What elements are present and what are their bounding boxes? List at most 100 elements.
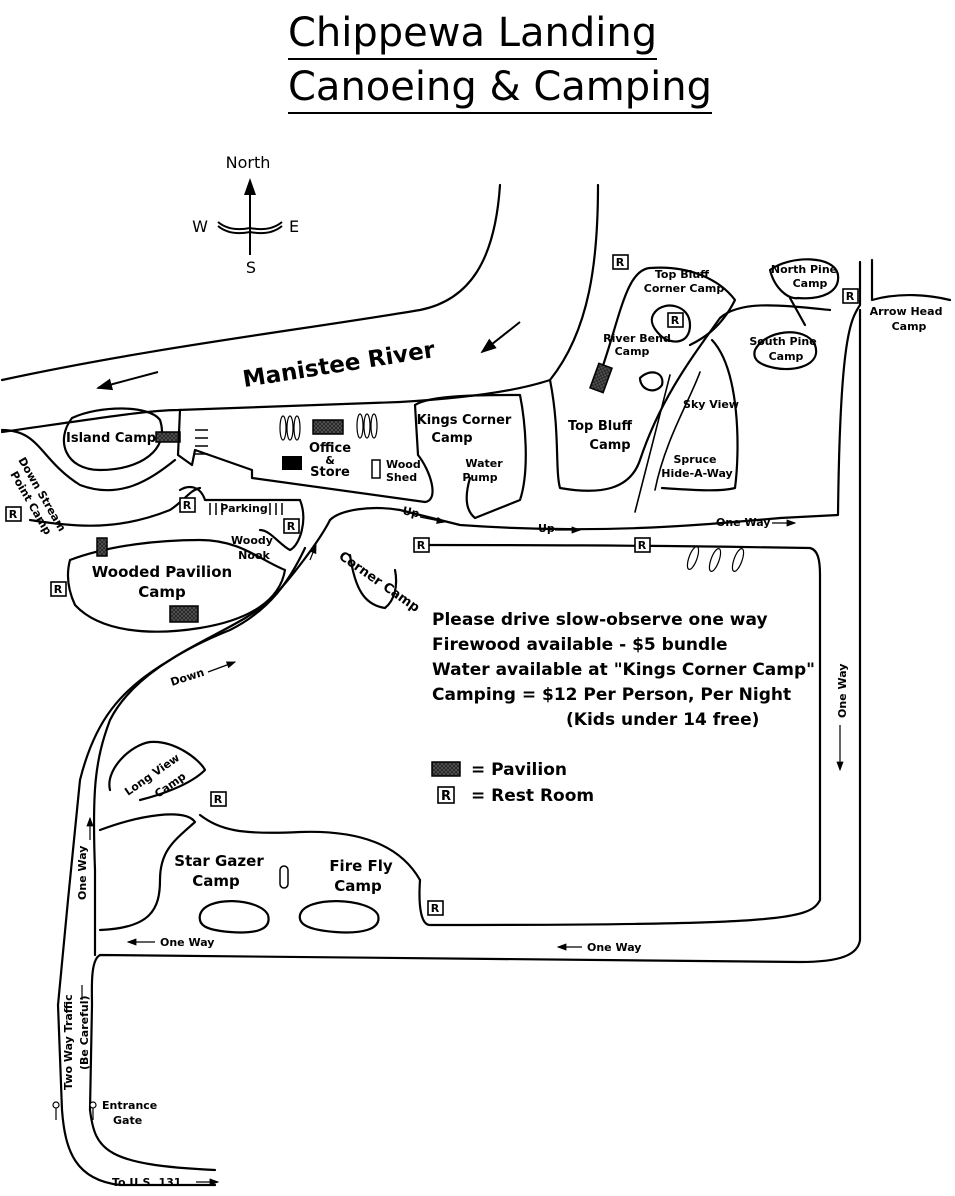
spruce-road	[654, 371, 701, 491]
rest-room-icon: R	[283, 518, 300, 534]
rest-room-icon: R	[179, 497, 196, 513]
camp-south-pine-1: South Pine	[749, 335, 816, 348]
top-bluff-outline	[548, 304, 832, 492]
camp-star-gazer-2: Camp	[192, 872, 240, 890]
camp-wooded-pavilion-2: Camp	[138, 583, 186, 601]
star-gazer-area	[98, 813, 197, 932]
down-stream-road-lower	[28, 486, 202, 527]
fire-fly-spot	[298, 900, 380, 934]
parking-stalls	[209, 503, 283, 515]
island-camp-area	[62, 407, 163, 472]
camp-north-pine-1: North Pine	[771, 263, 837, 276]
camp-spruce-1: Spruce	[673, 453, 716, 466]
camp-island: Island Camp	[66, 431, 156, 446]
camp-spruce-2: Hide-A-Way	[661, 467, 732, 480]
rest-room-icon: R	[634, 537, 651, 553]
svg-text:R: R	[616, 256, 625, 269]
road-label-two-way-2: (Be Careful)	[78, 996, 91, 1071]
north-pine-loop	[768, 258, 840, 300]
river-bend-pavilion	[589, 362, 613, 394]
info-line-5: (Kids under 14 free)	[566, 710, 760, 730]
river-bend-spot	[638, 371, 664, 392]
rest-room-icon: R	[842, 288, 859, 304]
arrow-head-road-east	[870, 258, 952, 302]
rest-room-icon: R	[210, 791, 227, 807]
camp-woody-nook-1: Woody	[231, 534, 273, 547]
wooded-pavilion-outline	[66, 538, 287, 633]
camp-river-bend-2: Camp	[615, 345, 650, 358]
camp-star-gazer-1: Star Gazer	[174, 852, 264, 870]
north-pine-road	[788, 296, 807, 327]
office-pavilion	[312, 419, 344, 435]
camp-south-pine-2: Camp	[769, 350, 804, 363]
sky-view-loop	[660, 338, 739, 492]
rest-room-icon: R	[667, 312, 684, 328]
camp-kings-corner-1: Kings Corner	[417, 413, 512, 428]
legend-rest-room-swatch	[437, 786, 455, 804]
star-gazer-spot	[198, 900, 270, 934]
svg-text:R: R	[214, 793, 223, 806]
legend-rest-room-text: = Rest Room	[471, 786, 594, 806]
office-label-3: Store	[310, 465, 350, 480]
office-block-outline	[176, 403, 434, 504]
main-loop-outer	[90, 308, 862, 1007]
legend-pavilion-swatch	[431, 761, 461, 777]
main-loop-inner	[418, 543, 822, 927]
road-label-two-way-1: Two Way Traffic	[62, 994, 75, 1090]
corner-camp-loop	[348, 553, 398, 610]
down-road-inner	[92, 546, 307, 957]
arrow-head-road	[778, 260, 862, 520]
camp-top-bluff-corner-1: Top Bluff	[655, 268, 709, 281]
road-label-up-1: Up	[401, 504, 420, 520]
wood-shed-building	[371, 459, 381, 479]
office-building	[282, 456, 302, 470]
road-label-one-way-bottom-right: One Way	[587, 941, 641, 954]
kings-corner-outline	[413, 393, 527, 520]
down-stream-road-upper	[0, 428, 177, 492]
rest-room-icon: R	[5, 506, 22, 522]
top-bluff-corner-loop	[596, 266, 737, 382]
entrance-label-1: Entrance	[102, 1099, 157, 1112]
rest-room-icon: R	[413, 537, 430, 553]
camp-sky-view: Sky View	[683, 398, 739, 411]
rest-room-markers: R R R R R R R R R R R	[5, 254, 859, 916]
parking-road	[178, 485, 305, 552]
entrance-label-2: Gate	[113, 1114, 142, 1127]
svg-text:R: R	[9, 508, 18, 521]
water-pump-label-1: Water	[465, 457, 503, 470]
water-pump-label-2: Pump	[462, 471, 497, 484]
svg-text:R: R	[671, 314, 680, 327]
map-title-line-2: Canoeing & Camping	[288, 64, 713, 114]
svg-text:R: R	[431, 902, 440, 915]
rest-room-icon: R	[50, 581, 67, 597]
island-bridge	[155, 431, 181, 443]
road-label-up-2: Up	[538, 522, 555, 535]
south-pine-loop	[753, 331, 818, 371]
office-label-2: &	[325, 454, 335, 467]
star-gazer-structure	[279, 865, 289, 889]
info-line-3: Water available at "Kings Corner Camp"	[432, 660, 816, 680]
up-road	[328, 506, 782, 531]
rest-room-icon: R	[427, 900, 444, 916]
svg-text:R: R	[638, 539, 647, 552]
svg-text:R: R	[846, 290, 855, 303]
sky-view-road	[634, 374, 671, 513]
wood-shed-label-2: Shed	[386, 471, 417, 484]
road-label-one-way-right: One Way	[836, 664, 849, 718]
road-label-one-way-left: One Way	[76, 846, 89, 900]
river-name: Manistee River	[241, 337, 437, 393]
road-label-down: Down	[169, 666, 206, 689]
camp-kings-corner-2: Camp	[431, 431, 472, 446]
camp-wooded-pavilion-1: Wooded Pavilion	[92, 563, 232, 581]
fire-fly-area	[198, 813, 422, 882]
compass-east: E	[289, 217, 299, 236]
long-view-loop	[108, 740, 207, 802]
road-label-to-us131: To U.S. 131	[112, 1176, 181, 1189]
camp-river-bend-1: River Bend	[603, 332, 671, 345]
map-title-line-1: Chippewa Landing	[288, 10, 658, 60]
compass-north: North	[226, 153, 271, 172]
info-line-4: Camping = $12 Per Person, Per Night	[432, 685, 792, 705]
road-label-one-way-top: One Way	[716, 516, 770, 529]
camp-arrow-head-1: Arrow Head	[870, 305, 943, 318]
